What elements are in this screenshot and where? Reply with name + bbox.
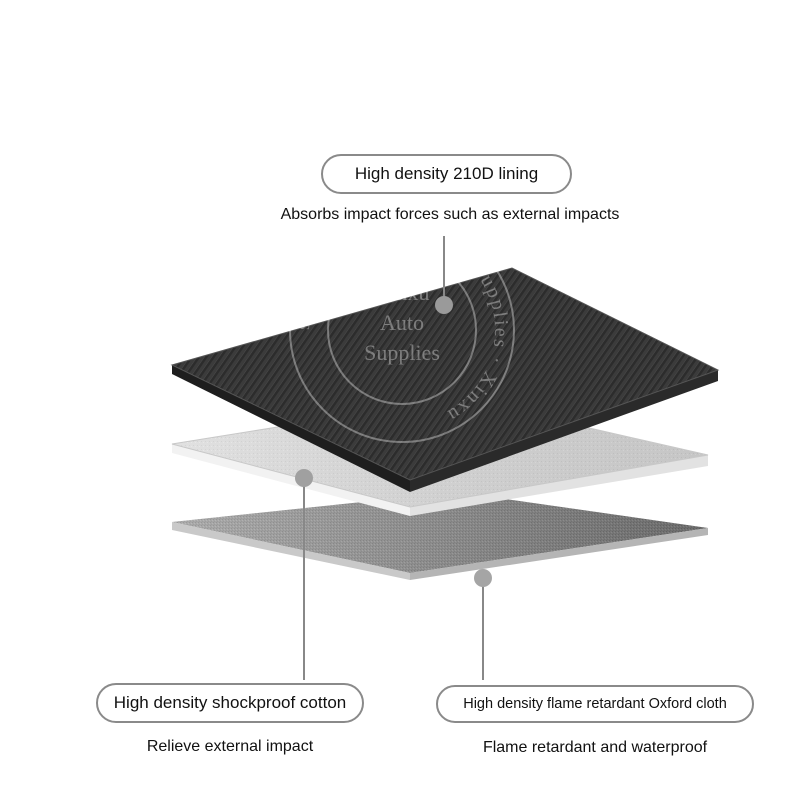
lining-description: Absorbs impact forces such as external i… xyxy=(280,206,620,223)
watermark-line-2: Auto xyxy=(380,310,424,335)
oxford-description: Flame retardant and waterproof xyxy=(482,739,708,756)
oxford-title-pill: High density flame retardant Oxford clot… xyxy=(436,685,754,723)
lining-title-pill: High density 210D lining xyxy=(321,154,572,194)
lining-title: High density 210D lining xyxy=(354,164,539,183)
cotton-description: Relieve external impact xyxy=(146,738,314,755)
watermark-line-1: Xinxu xyxy=(375,280,430,305)
callout-leaders xyxy=(295,236,492,680)
oxford-cloth-layer xyxy=(172,492,708,580)
lining-layer xyxy=(170,267,720,492)
oxford-title: High density flame retardant Oxford clot… xyxy=(463,696,727,712)
cotton-title: High density shockproof cotton xyxy=(113,693,347,712)
watermark-line-3: Supplies xyxy=(364,340,440,365)
cotton-title-pill: High density shockproof cotton xyxy=(96,683,364,723)
